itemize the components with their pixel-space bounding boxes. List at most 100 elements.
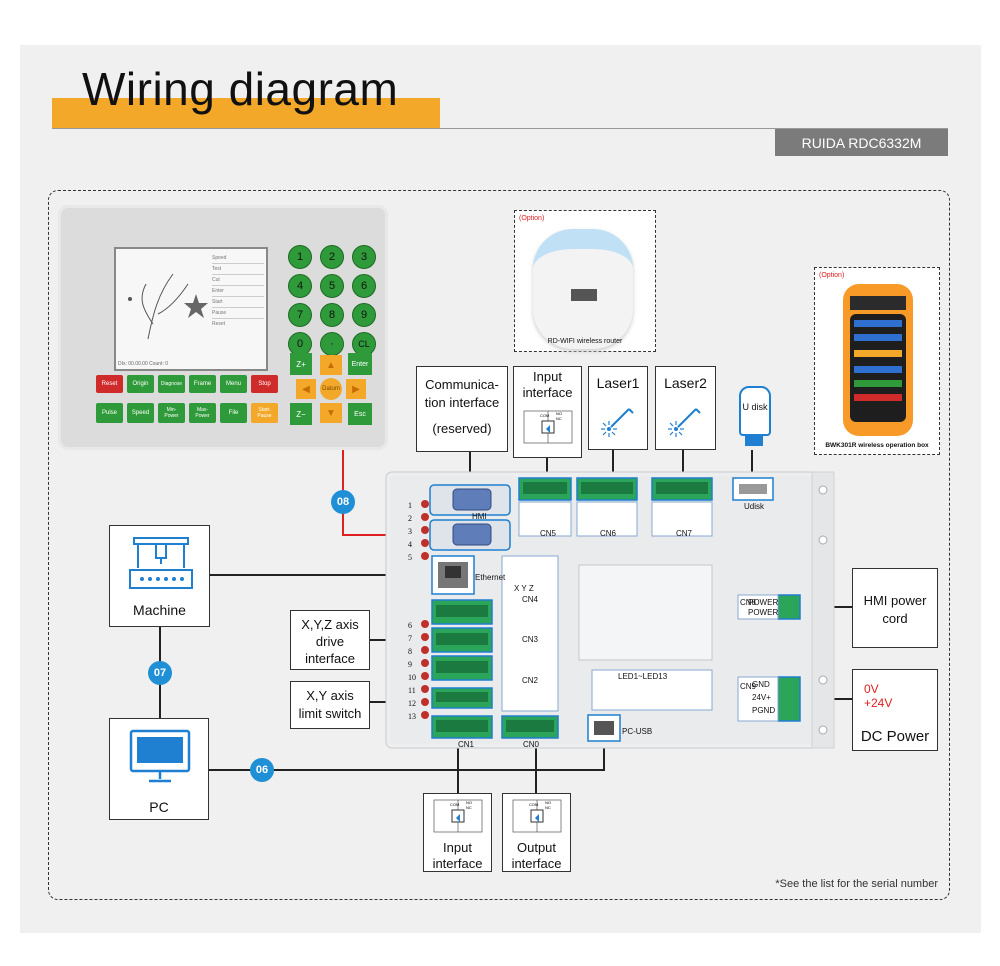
key-6[interactable]: 6 [352,274,376,298]
power-row-pgnd: PGND [752,706,776,715]
key-8[interactable]: 8 [320,303,344,327]
key-origin[interactable]: Origin [127,375,154,393]
key-z-plus[interactable]: Z+ [290,353,312,375]
badge-06: 06 [250,758,274,782]
machine-label: Machine [133,602,186,618]
key-5[interactable]: 5 [320,274,344,298]
input-bottom-line1: Input [443,840,472,855]
key-down[interactable]: ▼ [320,403,342,423]
pin-table-leds [591,669,713,711]
label-axis-xyz: X Y Z [514,584,534,593]
label-cn7: CN7 [676,529,693,538]
hmi-power-cord-box: HMI power cord [852,568,938,648]
pc-usb-port [587,714,621,742]
key-max-power[interactable]: Max- Power [189,403,216,423]
label-udisk: Udisk [744,502,765,511]
key-menu[interactable]: Menu [220,375,247,393]
key-speed[interactable]: Speed [127,403,154,423]
key-pulse[interactable]: Pulse [96,403,123,423]
lcd-screen: Speed Test Cut Enter Start Pause Reset D… [114,247,268,371]
input-interface-top-box: Input interface COM NO NC [513,366,582,458]
pin-table-cn5 [518,501,572,537]
key-right[interactable]: ▶ [346,379,366,399]
handheld-key-row [854,350,902,357]
comm-line1: Communica- [425,377,499,392]
key-enter[interactable]: Enter [348,353,372,375]
power-row-24v: 24V+ [752,693,771,702]
xy-line2: limit switch [298,706,362,721]
badge-08: 08 [331,490,355,514]
badge-07: 07 [148,661,172,685]
key-7[interactable]: 7 [288,303,312,327]
dc-0v: 0V [864,682,879,696]
label-cn6: CN6 [600,529,617,538]
relay-no: NO [556,411,562,416]
footnote: *See the list for the serial number [775,878,938,890]
comm-line3: (reserved) [432,421,492,436]
wire-pc-usb [209,741,605,771]
key-start-pause[interactable]: Start- Pause [251,403,278,423]
key-esc[interactable]: Esc [348,403,372,425]
key-4[interactable]: 4 [288,274,312,298]
key-3[interactable]: 3 [352,245,376,269]
lcd-row: Reset [212,321,226,327]
terminal-block-y [431,627,493,653]
key-clear[interactable]: CL [352,332,376,356]
xyz-line2: drive [315,634,345,649]
terminal-block-cn0 [501,715,559,739]
key-datum[interactable]: Datum [320,378,342,400]
key-diagnose[interactable]: Diagnose [158,375,185,393]
laser1-box: Laser1 [588,366,648,450]
xy-line1: X,Y axis [306,688,354,703]
laser1-label: Laser1 [596,375,640,391]
handheld-label: BWK301R wireless operation box [825,442,929,449]
row-number: 6 [408,621,412,630]
terminal-block-cn6 [576,477,638,501]
label-cn0: CN0 [523,740,540,749]
handheld-screen [850,296,906,310]
function-keys-row2: Pulse Speed Min- Power Max- Power File S… [96,403,278,423]
terminal-block-dc [777,676,801,722]
comm-interface-box: Communica- tion interface (reserved) [416,366,508,452]
key-frame[interactable]: Frame [189,375,216,393]
pc-box: PC [109,718,209,820]
label-ethernet: Ethernet [475,573,506,582]
key-2[interactable]: 2 [320,245,344,269]
label-cn2: CN2 [522,676,539,685]
key-9[interactable]: 9 [352,303,376,327]
key-z-minus[interactable]: Z− [290,403,312,425]
cnc-machine-icon [129,537,193,589]
terminal-block-cn5 [518,477,572,501]
dc-24v: +24V [864,696,893,710]
lcd-row: Pause [212,308,264,319]
udisk-plug [745,434,763,446]
label-cn5: CN5 [540,529,557,538]
hmi-power-line2: cord [882,611,908,626]
key-left[interactable]: ◀ [296,379,316,399]
key-reset[interactable]: Reset [96,375,123,393]
udisk-label: U disk [742,402,768,412]
input-top-line2: interface [522,385,573,400]
hmi-power-line1: HMI power [863,593,927,608]
key-file[interactable]: File [220,403,247,423]
wifi-router-label: RD-WIFI wireless router [547,338,623,345]
key-stop[interactable]: Stop [251,375,278,393]
relay-no: NO [545,800,551,805]
label-cn3: CN3 [522,635,539,644]
relay-nc: NC [545,805,551,810]
xyz-drive-box: X,Y,Z axis drive interface [290,610,370,670]
key-1[interactable]: 1 [288,245,312,269]
power-row-gnd: GND [752,680,770,689]
relay-com: COM [450,802,459,807]
comm-line2: tion interface [424,395,500,410]
terminal-block-z [431,655,493,681]
handheld-key-row [854,380,902,387]
hmi-row-1: POWER [748,598,779,607]
lcd-row: Test [212,264,264,275]
handheld-key-row [854,394,902,401]
key-min-power[interactable]: Min- Power [158,403,185,423]
key-dot[interactable]: · [320,332,344,356]
hmi-row-2: POWER [748,608,779,617]
key-up[interactable]: ▲ [320,355,342,375]
